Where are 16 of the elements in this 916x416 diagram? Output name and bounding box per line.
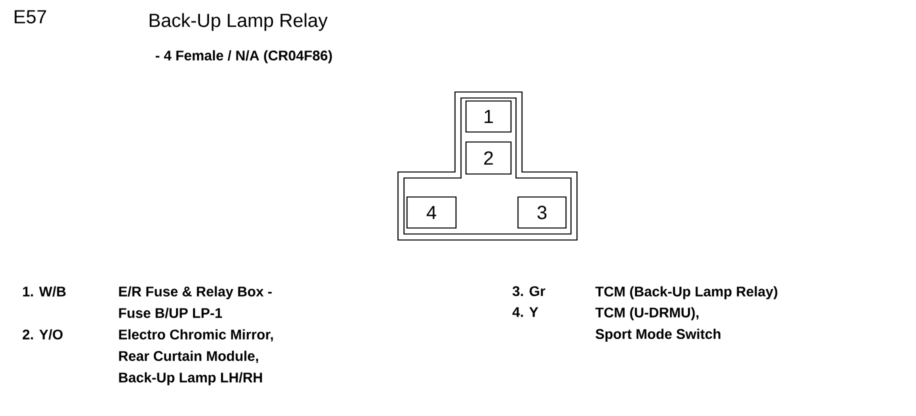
pin-box: 4	[406, 196, 457, 229]
pin-description: E/R Fuse & Relay Box - Fuse B/UP LP-1	[119, 286, 272, 318]
pin-box: 3	[517, 196, 567, 229]
pin-box: 1	[465, 100, 512, 133]
pin-number: 4. Y	[512, 307, 538, 317]
pin-number: 1. W/B	[23, 286, 66, 297]
connector-code: E57	[14, 10, 46, 24]
pin-description: Electro Chromic Mirror, Rear Curtain Module, Back-Up Lamp LH/RH	[119, 329, 273, 386]
pin-box: 2	[465, 141, 512, 175]
pin-description: TCM (U-DRMU), Sport Mode Switch	[595, 307, 720, 342]
pin-description: TCM (Back-Up Lamp Relay)	[595, 286, 778, 300]
title: Back-Up Lamp Relay	[150, 13, 328, 31]
connector-outline	[397, 91, 578, 241]
pin-number: 3. Gr	[512, 286, 546, 296]
pin-number: 2. Y/O	[22, 329, 63, 340]
subtitle: - 4 Female / N/A (CR04F86)	[156, 50, 332, 64]
